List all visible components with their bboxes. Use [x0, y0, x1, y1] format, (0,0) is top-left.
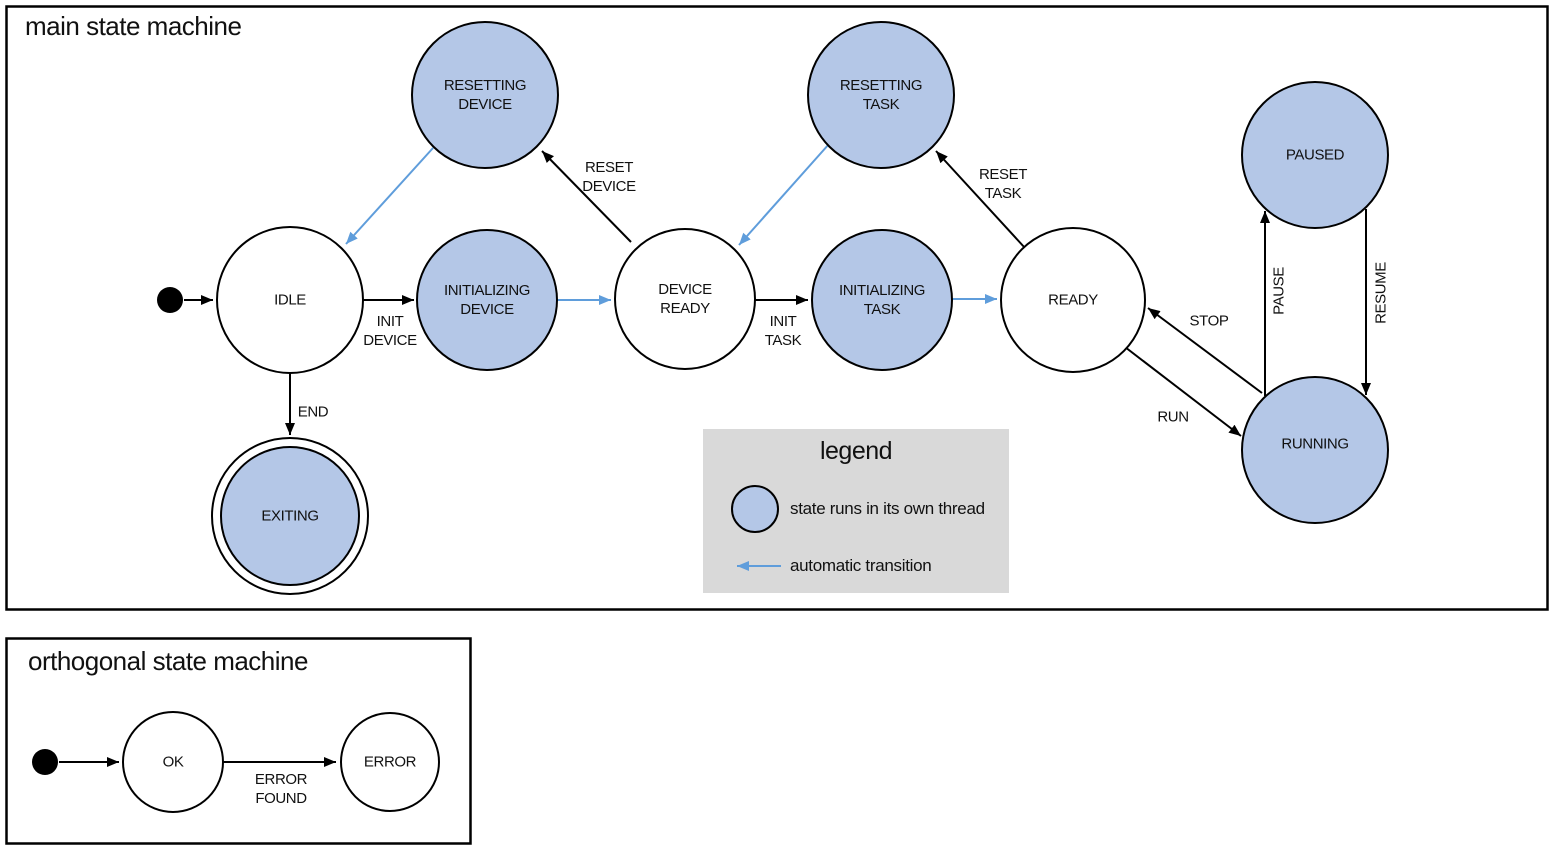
transition-run-label: RUN: [1157, 408, 1189, 426]
orthogonal-machine-frame: [5, 637, 472, 845]
legend-title: legend: [819, 437, 893, 465]
state-running: [1241, 376, 1389, 524]
transition-auto-resettask-to-deviceready-arrow: [738, 143, 830, 246]
transition-run-arrow: [1124, 346, 1242, 437]
state-running-label: RUNNING: [1281, 435, 1349, 453]
state-error: [340, 712, 440, 812]
legend-threaded-state-label: state runs in its own thread: [790, 499, 985, 518]
transition-auto-resetdevice-to-idle-arrow: [345, 147, 434, 245]
state-idle-label: IDLE: [274, 291, 306, 309]
transition-pause-label: PAUSE: [1270, 267, 1288, 315]
transition-reset-device-label: RESET DEVICE: [582, 159, 636, 195]
state-exiting: [220, 446, 360, 586]
state-device-ready: [614, 228, 756, 370]
state-paused-label: PAUSED: [1285, 146, 1345, 164]
state-resetting-task-label: RESETTING TASK: [839, 77, 923, 113]
state-resetting-device-label: RESETTING DEVICE: [443, 77, 527, 113]
initial-state-dot-orthogonal: [32, 749, 58, 775]
state-initializing-task-label: INITIALIZING TASK: [838, 282, 926, 318]
state-resetting-task: [807, 21, 955, 169]
state-ready-label: READY: [1048, 291, 1098, 309]
state-ok-label: OK: [162, 753, 184, 771]
legend-threaded-state-swatch: [731, 485, 779, 533]
state-idle: [216, 226, 364, 374]
state-resetting-device: [411, 21, 559, 169]
transition-reset-task-label: RESET TASK: [978, 166, 1028, 202]
state-device-ready-label: DEVICE READY: [658, 281, 712, 317]
state-error-label: ERROR: [363, 753, 417, 771]
legend-automatic-transition-label: automatic transition: [790, 556, 932, 575]
state-ready: [1000, 227, 1146, 373]
transition-stop-label: STOP: [1189, 312, 1229, 330]
state-exiting-label: EXITING: [261, 507, 319, 525]
main-machine-title: main state machine: [25, 11, 242, 41]
state-initializing-device-label: INITIALIZING DEVICE: [443, 282, 531, 318]
transition-stop-arrow: [1147, 307, 1263, 394]
state-ok: [122, 711, 224, 813]
state-initializing-device: [416, 229, 558, 371]
main-machine-frame: [5, 5, 1549, 611]
orthogonal-machine-title: orthogonal state machine: [28, 646, 308, 676]
transition-resume-label: RESUME: [1372, 262, 1390, 324]
transition-end-label: END: [297, 403, 329, 421]
transition-init-task-label: INIT TASK: [764, 313, 802, 349]
initial-state-dot-main: [157, 287, 183, 313]
transition-reset-task-arrow: [935, 150, 1026, 249]
state-paused: [1241, 81, 1389, 229]
transition-error-found-label: ERROR FOUND: [254, 771, 308, 807]
state-initializing-task: [811, 229, 953, 371]
transition-init-device-label: INIT DEVICE: [363, 313, 417, 349]
transition-reset-device-arrow: [541, 150, 632, 243]
